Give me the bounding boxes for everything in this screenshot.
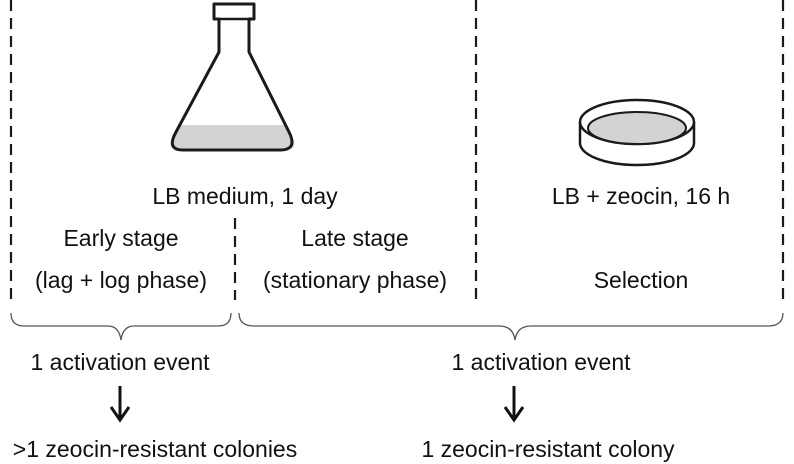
early-phase-label: (lag + log phase) (35, 267, 207, 293)
dish-medium (587, 111, 687, 145)
bracket-late (238, 312, 784, 341)
late-phase-label: (stationary phase) (262, 267, 448, 293)
selection-medium-label: LB + zeocin, 16 h (551, 183, 731, 209)
result-early-label: >1 zeocin-resistant colonies (12, 436, 298, 462)
erlenmeyer-flask-icon (170, 2, 295, 152)
medium-label: LB medium, 1 day (152, 183, 338, 209)
event-early-label: 1 activation event (30, 349, 210, 375)
late-stage-label: Late stage (301, 225, 409, 251)
result-late-label: 1 zeocin-resistant colony (421, 436, 675, 462)
early-stage-label: Early stage (63, 225, 179, 251)
bracket-early (10, 312, 232, 341)
flask-outline (170, 2, 294, 152)
down-arrow-icon (109, 386, 131, 423)
petri-dish-icon (578, 98, 696, 167)
selection-label: Selection (593, 267, 689, 293)
down-arrow-icon (503, 386, 525, 423)
flask-liquid (170, 125, 295, 149)
event-late-label: 1 activation event (451, 349, 631, 375)
